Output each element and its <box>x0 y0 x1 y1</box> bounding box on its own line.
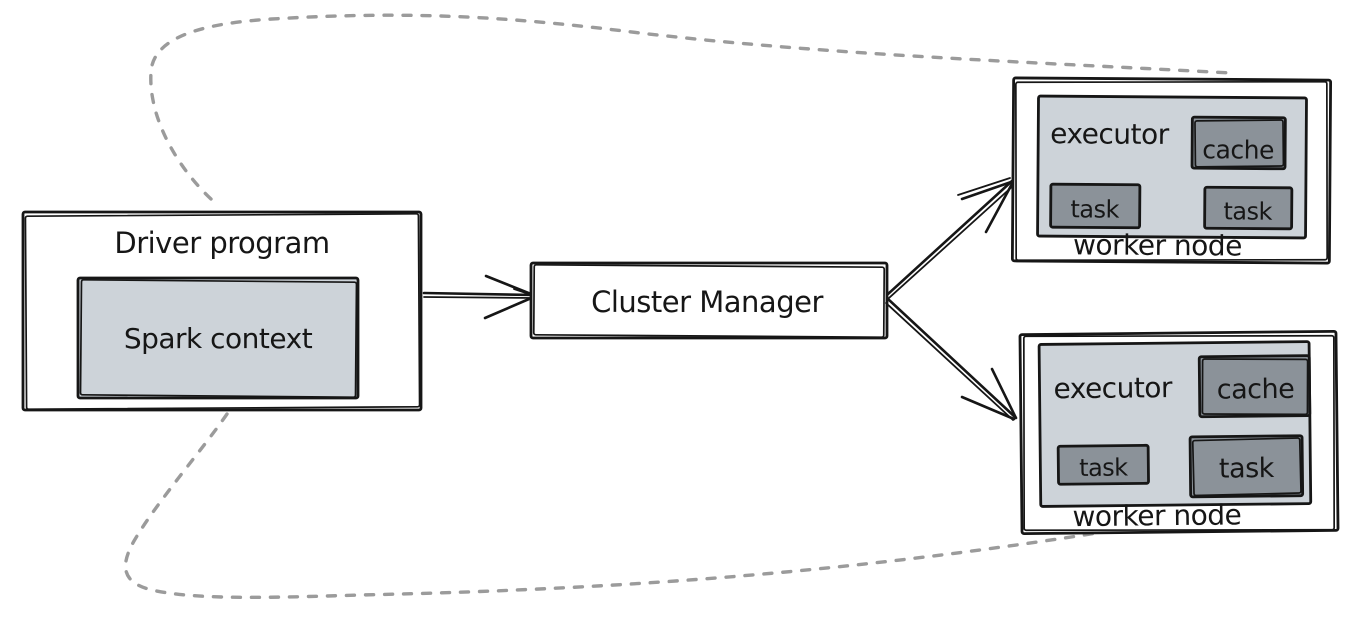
arrow-head-stroke <box>990 367 1018 420</box>
cluster-manager-box: Cluster Manager <box>529 261 889 340</box>
arrow-shaft-double <box>885 302 1014 421</box>
spark-context-outline-sketch <box>79 278 358 399</box>
arrow-shaft <box>422 291 536 297</box>
task-box <box>1056 443 1150 486</box>
worker-node-outline-sketch <box>1022 334 1336 532</box>
arrow-head-stroke <box>984 180 1015 234</box>
driver-program-label: Driver program <box>114 226 329 260</box>
dashed-connector-top <box>149 13 1233 201</box>
dashed-connector-bottom <box>123 412 1099 600</box>
task-box <box>1049 182 1142 230</box>
arrow-cluster-to-worker-bottom <box>885 297 1018 421</box>
cache-label: cache <box>1217 374 1295 406</box>
driver-program-box: Driver program Spark context <box>21 210 423 412</box>
arrow-cluster-to-worker-top <box>886 177 1016 299</box>
cache-box <box>1190 115 1287 171</box>
cache-label: cache <box>1202 135 1274 164</box>
executor-label: executor <box>1053 371 1173 405</box>
cache-box <box>1197 354 1312 419</box>
arrow-head-stroke <box>957 177 1011 196</box>
task-label: task <box>1079 454 1128 483</box>
worker-node-outline-sketch <box>1015 80 1329 262</box>
arrow-head-stroke <box>960 179 1016 201</box>
spark-context-box: Spark context <box>76 276 360 400</box>
task-box <box>1188 434 1305 499</box>
task-outline-sketch <box>1191 437 1302 497</box>
cluster-manager-label: Cluster Manager <box>591 285 823 319</box>
worker-node-bottom-box: executor cache task task worker node <box>1018 329 1340 536</box>
task-label: task <box>1070 195 1119 223</box>
task-box <box>1203 185 1294 231</box>
task-label: task <box>1223 197 1272 225</box>
cache-outline-sketch <box>1194 119 1285 168</box>
arrow-shaft <box>886 179 1014 296</box>
worker-node-top-box: executor cache task task worker node <box>1010 76 1333 265</box>
cluster-manager-outline-sketch <box>532 263 886 339</box>
task-label: task <box>1219 453 1275 485</box>
arrow-driver-to-cluster <box>422 274 539 320</box>
cache-outline-sketch <box>1201 358 1309 416</box>
worker-node-label: worker node <box>1073 228 1242 262</box>
spark-context-label: Spark context <box>124 322 313 355</box>
arrow-head-stroke <box>483 294 538 320</box>
arrow-shaft-double <box>888 184 1015 299</box>
executor-label: executor <box>1050 117 1170 151</box>
spark-context-fill <box>76 276 360 400</box>
cluster-manager-outline <box>529 261 889 340</box>
arrow-shaft <box>886 297 1017 419</box>
arrow-shaft-double <box>423 296 535 299</box>
arrow-head-stroke <box>960 395 1016 421</box>
driver-program-outline-sketch <box>24 212 421 411</box>
worker-node-label: worker node <box>1072 498 1241 533</box>
